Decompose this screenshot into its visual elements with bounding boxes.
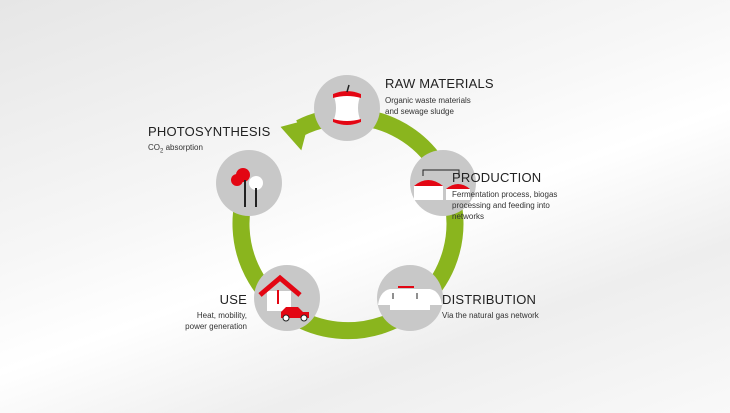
photosynthesis-title: PHOTOSYNTHESIS (148, 124, 271, 139)
subscript-2: 2 (160, 148, 164, 155)
use-desc-1: Heat, mobility, (196, 311, 247, 320)
distribution-circle (377, 265, 443, 331)
raw-materials-circle (314, 75, 380, 141)
cycle-arrow-head (280, 119, 310, 151)
biogas-plant-icon (414, 169, 470, 200)
raw-materials-desc-1: Organic waste materials (385, 96, 471, 105)
distribution-title: DISTRIBUTION (442, 292, 537, 307)
production-circle (410, 150, 476, 216)
production-desc-2: processing and feeding into (452, 201, 550, 210)
distribution-label: DISTRIBUTION Via the natural gas network (442, 292, 539, 321)
use-title: USE (219, 292, 247, 307)
use-label: USE Heat, mobility, power generation (185, 292, 247, 332)
production-title: PRODUCTION (452, 170, 542, 185)
co-text: CO (148, 143, 160, 152)
production-desc-1: Fermentation process, biogas (452, 190, 558, 199)
use-desc-2: power generation (185, 322, 247, 331)
photosynthesis-label: PHOTOSYNTHESIS CO2 absorption (148, 124, 270, 158)
use-circle (254, 265, 320, 331)
absorption-text: absorption (163, 143, 203, 152)
production-label: PRODUCTION Fermentation process, biogas … (452, 170, 557, 222)
house-car-icon (258, 274, 309, 322)
raw-materials-label: RAW MATERIALS Organic waste materials an… (385, 76, 494, 117)
raw-materials-desc-2: and sewage sludge (385, 107, 454, 116)
gas-pipeline-icon (378, 286, 442, 310)
apple-core-icon (333, 91, 361, 125)
raw-materials-title: RAW MATERIALS (385, 76, 494, 91)
photosynthesis-circle (216, 150, 282, 216)
distribution-desc: Via the natural gas network (442, 311, 539, 320)
production-desc-3: networks (452, 212, 485, 221)
trees-icon (231, 168, 263, 207)
photosynthesis-desc: CO2 absorption (148, 142, 270, 158)
